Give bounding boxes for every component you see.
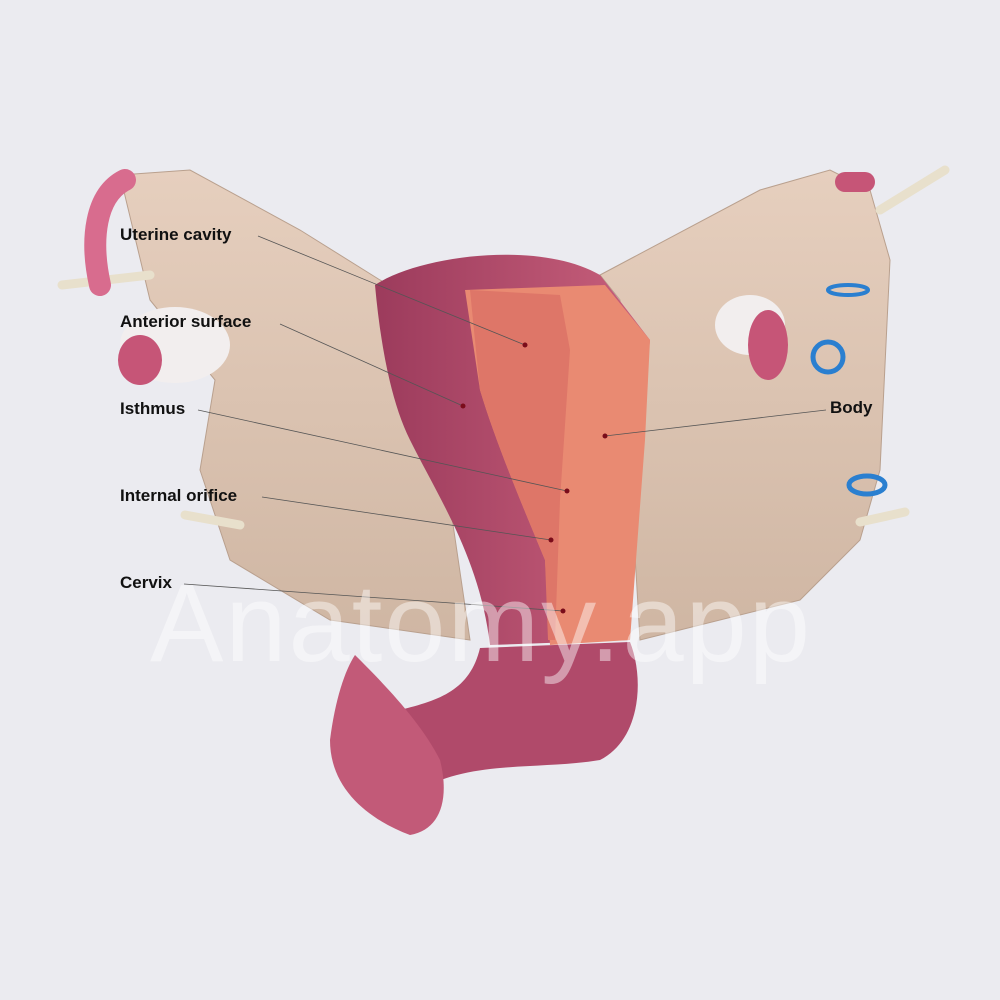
label-internal-orifice: Internal orifice: [120, 486, 238, 505]
marker-dots: [460, 342, 608, 614]
leader-lines: [183, 235, 827, 612]
right-round-ligament: [875, 165, 950, 215]
label-anterior-surface: Anterior surface: [120, 312, 252, 331]
left-lower-ligament: [180, 510, 245, 530]
label-cervix: Cervix: [120, 573, 172, 592]
vagina: [400, 642, 638, 790]
right-lower-ligament: [855, 507, 910, 527]
watermark: Anatomy.app: [150, 562, 813, 685]
suture-icon: [846, 473, 888, 497]
left-ovary-tip: [118, 335, 162, 385]
suture-icon: [810, 339, 846, 375]
right-ovary-tip: [748, 310, 788, 380]
cavity-inner: [470, 290, 570, 640]
left-fallopian-tube: [84, 169, 136, 296]
suture-icon: [826, 283, 870, 297]
vulva: [330, 655, 444, 835]
label-isthmus: Isthmus: [120, 399, 186, 418]
label-uterine-cavity: Uterine cavity: [120, 225, 232, 244]
label-body: Body: [830, 398, 873, 417]
